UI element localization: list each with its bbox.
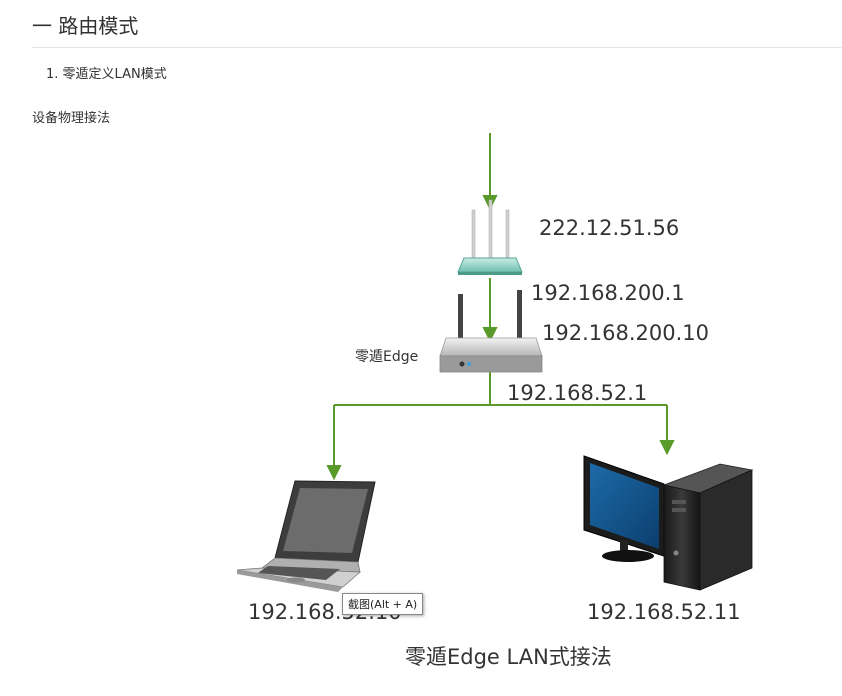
laptop-icon: [236, 480, 376, 592]
diagram-caption: 零遁Edge LAN式接法: [405, 645, 612, 669]
connection-lines: [326, 133, 675, 481]
page-heading: 一 路由模式: [32, 10, 842, 48]
section-paragraph: 设备物理接法: [32, 111, 111, 126]
desktop-pc-icon: [583, 455, 754, 591]
router-lan-ip-label: 192.168.200.1: [531, 281, 685, 305]
edge-device-icon: [439, 290, 543, 373]
pc-ip-label: 192.168.52.11: [587, 600, 741, 624]
list-item: 1. 零遁定义LAN模式: [46, 67, 167, 82]
edge-wan-ip-label: 192.168.200.10: [542, 321, 709, 345]
router-icon: [457, 199, 523, 275]
edge-lan-ip-label: 192.168.52.1: [507, 381, 647, 405]
wan-ip-label: 222.12.51.56: [539, 216, 679, 240]
edge-device-label: 零遁Edge: [355, 349, 418, 365]
screenshot-tooltip: 截图(Alt + A): [342, 593, 424, 615]
